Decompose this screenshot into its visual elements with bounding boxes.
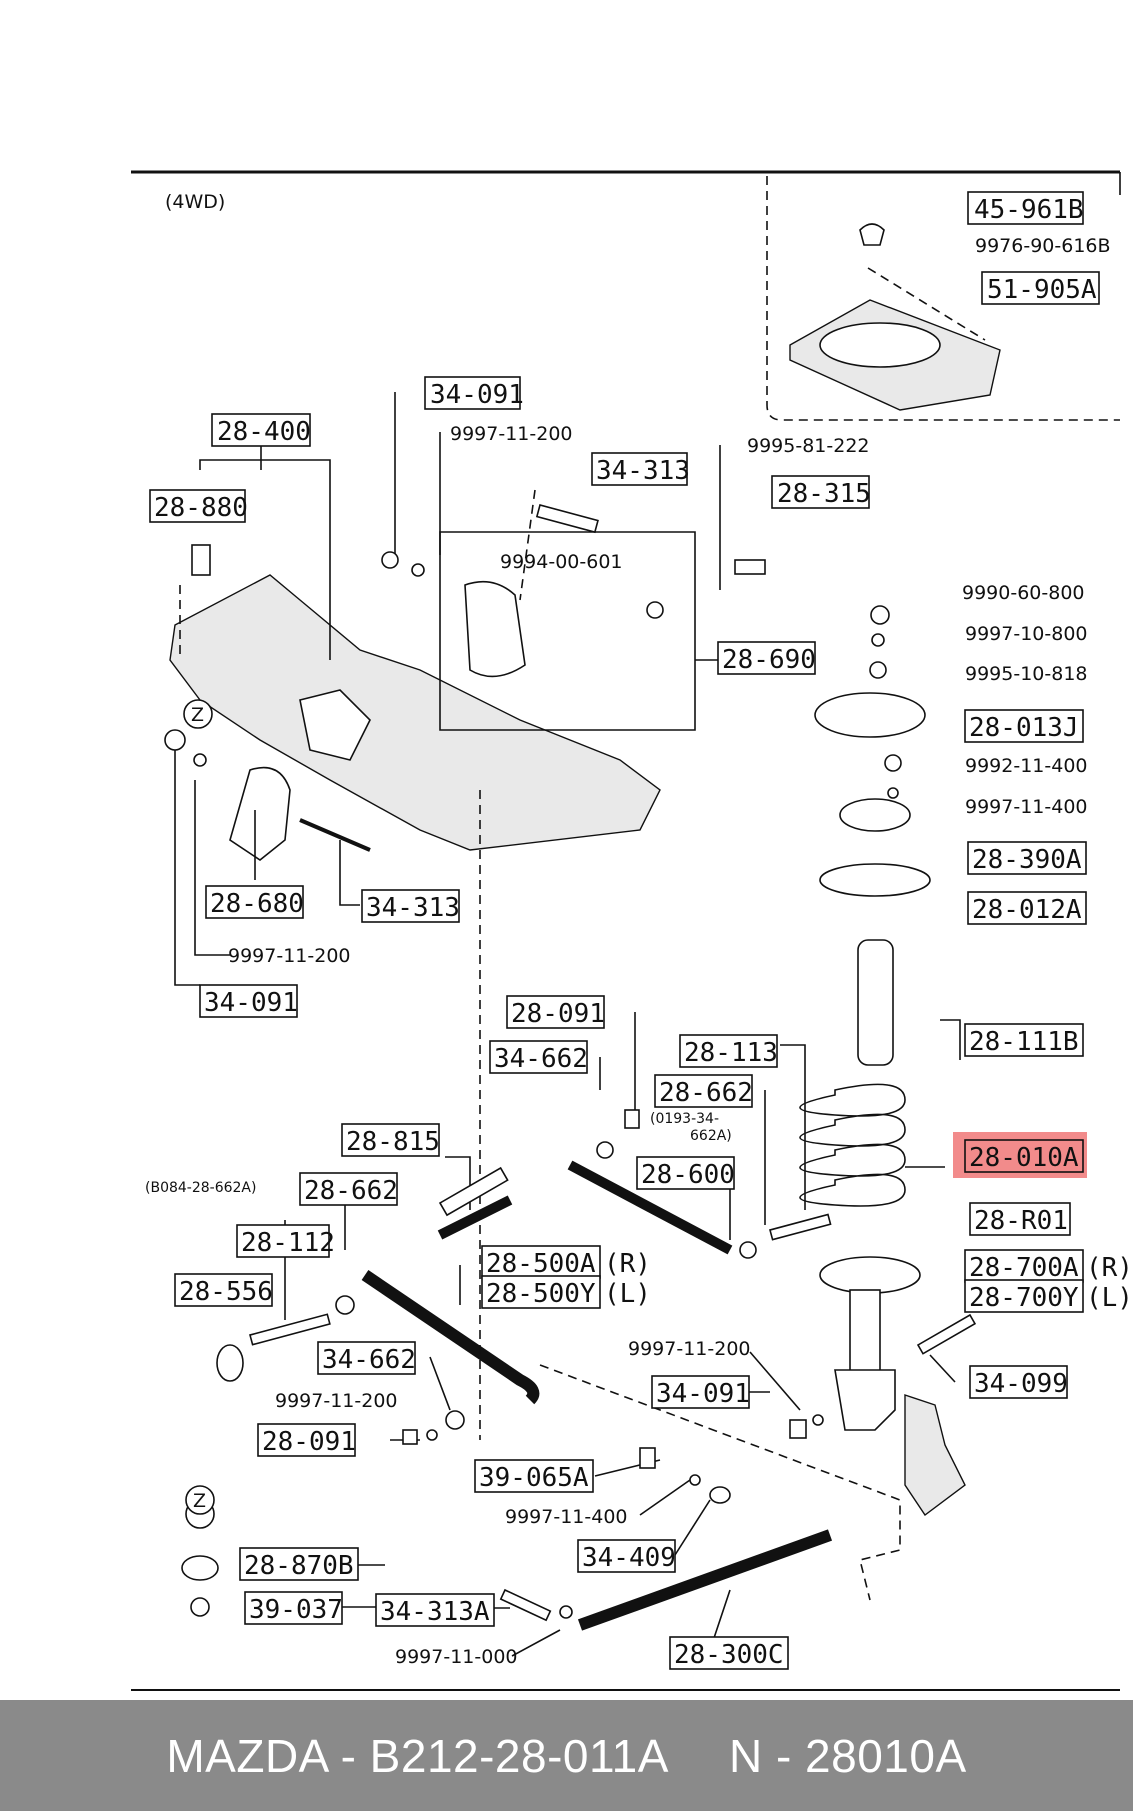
label-34-409: 34-409 bbox=[582, 1543, 676, 1573]
inset-panel bbox=[766, 176, 1120, 421]
label-9997-11-200c: 9997-11-200 bbox=[628, 1338, 751, 1360]
label-R-b: (R) bbox=[1086, 1253, 1133, 1283]
label-28-113: 28-113 bbox=[684, 1038, 778, 1068]
label-9997-11-400b: 9997-11-400 bbox=[505, 1506, 628, 1528]
label-L-a: (L) bbox=[604, 1279, 651, 1309]
strut-assembly bbox=[799, 692, 931, 1431]
label-9976-90-616B: 9976-90-616B bbox=[975, 235, 1111, 257]
label-28-091: 28-091 bbox=[511, 999, 605, 1029]
label-28-700Y: 28-700Y bbox=[969, 1283, 1079, 1313]
crossmember-bracket-part bbox=[464, 580, 526, 678]
label-0193-34: (0193-34- bbox=[650, 1111, 719, 1127]
label-9995-10-818: 9995-10-818 bbox=[965, 663, 1088, 685]
knuckle-part bbox=[904, 1394, 966, 1517]
label-28-662b: 28-662 bbox=[304, 1176, 398, 1206]
label-L-b: (L) bbox=[1086, 1283, 1133, 1313]
label-28-012A: 28-012A bbox=[972, 895, 1082, 925]
label-28-690: 28-690 bbox=[722, 645, 816, 675]
label-R-a: (R) bbox=[604, 1249, 651, 1279]
label-9997-11-200: 9997-11-200 bbox=[450, 423, 573, 445]
label-34-091: 34-091 bbox=[430, 380, 524, 410]
label-28-500A: 28-500A bbox=[486, 1249, 596, 1279]
label-9997-11-200d: 9997-11-200 bbox=[275, 1390, 398, 1412]
oem-part-number: MAZDA - B212-28-011A bbox=[166, 1729, 669, 1782]
coil-spring-part bbox=[799, 1083, 906, 1207]
label-51-905A: 51-905A bbox=[987, 275, 1097, 305]
label-45-961B: 45-961B bbox=[974, 195, 1084, 225]
exploded-parts-diagram: (4WD) bbox=[131, 170, 1133, 1691]
label-28-R01: 28-R01 bbox=[974, 1206, 1068, 1236]
label-B084: (B084-28-662A) bbox=[145, 1180, 256, 1196]
label-28-300C: 28-300C bbox=[674, 1640, 784, 1670]
cross-reference-number: N - 28010A bbox=[728, 1729, 967, 1782]
label-34-662b: 34-662 bbox=[322, 1345, 416, 1375]
plug-part bbox=[859, 223, 885, 246]
label-9994-00-601: 9994-00-601 bbox=[500, 551, 623, 573]
fasteners bbox=[164, 504, 977, 1622]
label-39-065A: 39-065A bbox=[479, 1463, 589, 1493]
label-34-099: 34-099 bbox=[974, 1369, 1068, 1399]
label-34-313: 34-313 bbox=[596, 456, 690, 486]
label-34-313b: 34-313 bbox=[366, 893, 460, 923]
label-28-880: 28-880 bbox=[154, 493, 248, 523]
mount-28-680-part bbox=[229, 766, 291, 861]
label-28-600: 28-600 bbox=[641, 1160, 735, 1190]
label-9995-81-222: 9995-81-222 bbox=[747, 435, 870, 457]
label-9990-60-800: 9990-60-800 bbox=[962, 582, 1085, 604]
part-number-banner: MAZDA - B212-28-011A N - 28010A bbox=[0, 1700, 1133, 1811]
label-28-010A: 28-010A bbox=[969, 1143, 1079, 1173]
label-28-111B: 28-111B bbox=[969, 1027, 1079, 1057]
label-28-500Y: 28-500Y bbox=[486, 1279, 596, 1309]
label-28-870B: 28-870B bbox=[244, 1551, 354, 1581]
label-34-091b: 34-091 bbox=[204, 988, 298, 1018]
label-28-400: 28-400 bbox=[217, 417, 311, 447]
label-662A: 662A) bbox=[690, 1128, 732, 1144]
label-Z-b: Z bbox=[193, 1490, 206, 1512]
label-28-680: 28-680 bbox=[210, 889, 304, 919]
label-34-091c: 34-091 bbox=[656, 1379, 750, 1409]
variant-label: (4WD) bbox=[165, 191, 225, 213]
label-28-013J: 28-013J bbox=[969, 713, 1079, 743]
label-39-037: 39-037 bbox=[249, 1595, 343, 1625]
label-34-313A: 34-313A bbox=[380, 1597, 490, 1627]
bump-boot-part bbox=[857, 939, 894, 1066]
label-28-662: 28-662 bbox=[659, 1078, 753, 1108]
label-9997-11-200b: 9997-11-200 bbox=[228, 945, 351, 967]
label-9997-11-400: 9997-11-400 bbox=[965, 796, 1088, 818]
label-28-815: 28-815 bbox=[346, 1127, 440, 1157]
label-28-091b: 28-091 bbox=[262, 1427, 356, 1457]
label-9997-10-800: 9997-10-800 bbox=[965, 623, 1088, 645]
label-28-112: 28-112 bbox=[241, 1228, 335, 1258]
label-28-315: 28-315 bbox=[777, 479, 871, 509]
label-9992-11-400: 9992-11-400 bbox=[965, 755, 1088, 777]
label-28-556: 28-556 bbox=[179, 1277, 273, 1307]
label-34-662: 34-662 bbox=[494, 1044, 588, 1074]
label-28-700A: 28-700A bbox=[969, 1253, 1079, 1283]
label-9997-11-000: 9997-11-000 bbox=[395, 1646, 518, 1668]
lateral-link-part bbox=[577, 1529, 833, 1631]
label-Z-a: Z bbox=[191, 704, 204, 726]
label-28-390A: 28-390A bbox=[972, 845, 1082, 875]
